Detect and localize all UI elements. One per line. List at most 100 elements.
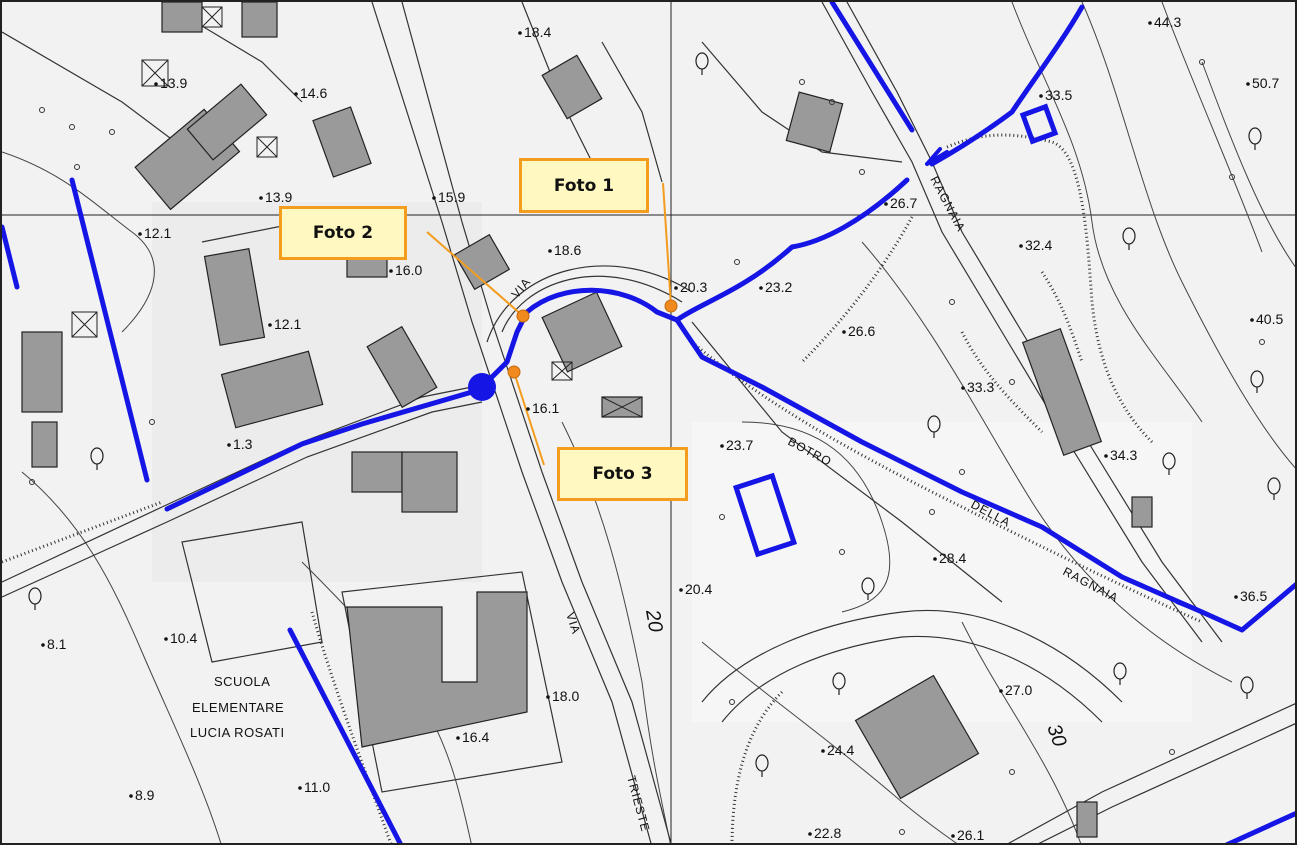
stream-botro (674, 317, 1295, 633)
elevation-label: 13.9 (160, 75, 187, 91)
elevation-label: 16.1 (532, 400, 559, 416)
elevation-point (1250, 318, 1254, 322)
elevation-point (961, 386, 965, 390)
elevation-label: 33.3 (967, 379, 994, 395)
stream-left (2, 224, 20, 290)
elevation-label: 15.9 (438, 189, 465, 205)
elevation-point (129, 794, 133, 798)
elevation-label: 27.0 (1005, 682, 1032, 698)
stream-main (164, 177, 910, 512)
elevation-label: 32.4 (1025, 237, 1052, 253)
elevation-label: 40.5 (1256, 311, 1283, 327)
elevation-point (526, 407, 530, 411)
elevation-point (548, 249, 552, 253)
elevation-label: 8.9 (135, 787, 155, 803)
arrow-upper (925, 147, 949, 166)
elevation-point (518, 31, 522, 35)
foto-1-callout: Foto 1 (519, 158, 649, 213)
elevation-label: 26.1 (957, 827, 984, 843)
elevation-point (294, 92, 298, 96)
elevation-point (1234, 595, 1238, 599)
elevation-point (546, 695, 550, 699)
elevation-point (720, 444, 724, 448)
photo-markers (507, 299, 678, 379)
school-label-line-3: LUCIA ROSATI (190, 725, 285, 740)
line-a (69, 177, 150, 483)
elevation-label: 18.4 (524, 24, 551, 40)
school-label-line-1: SCUOLA (214, 674, 270, 689)
elevation-label: 20.3 (680, 279, 707, 295)
foto-3-callout: Foto 3 (557, 447, 688, 501)
elevation-point (432, 196, 436, 200)
elevation-label: 22.8 (814, 825, 841, 841)
contour-label-20: 20 (641, 607, 667, 634)
elevation-label: 20.4 (685, 581, 712, 597)
school-label-line-2: ELEMENTARE (192, 700, 284, 715)
elevation-label: 12.1 (274, 316, 301, 332)
foto-2-label: Foto 2 (312, 223, 374, 243)
elevation-point (999, 689, 1003, 693)
elevation-label: 34.3 (1110, 447, 1137, 463)
elevation-label: 18.0 (552, 688, 579, 704)
elevation-point (259, 196, 263, 200)
elevation-label: 13.9 (265, 189, 292, 205)
elevation-point (808, 832, 812, 836)
elevation-point (674, 286, 678, 290)
blue-junction-dot (468, 373, 496, 401)
elevation-label: 33.5 (1045, 87, 1072, 103)
elevation-label: 8.1 (47, 636, 67, 652)
line-d (1224, 811, 1295, 843)
foto-3-label: Foto 3 (592, 464, 653, 484)
tree-symbols (28, 52, 1281, 777)
elevation-point (227, 443, 231, 447)
elevation-point (389, 269, 393, 273)
elevation-label: 28.4 (939, 550, 966, 566)
arrow-botro (1175, 600, 1209, 616)
elevation-label: 24.4 (827, 742, 854, 758)
elevation-label: 18.6 (554, 242, 581, 258)
elevation-label: 26.6 (848, 323, 875, 339)
elevation-point (884, 202, 888, 206)
elevation-label: 14.6 (300, 85, 327, 101)
elevation-point (138, 232, 142, 236)
elevation-label: 23.2 (765, 279, 792, 295)
elevation-point (679, 588, 683, 592)
elevation-point (759, 286, 763, 290)
stream-upper (929, 4, 1085, 167)
elevation-point (456, 736, 460, 740)
elevation-label: 36.5 (1240, 588, 1267, 604)
elevation-label: 26.7 (890, 195, 917, 211)
elevation-label: 11.0 (304, 779, 330, 795)
point-symbols (29, 59, 1265, 835)
foto-1-label: Foto 1 (553, 175, 615, 196)
elevation-point (821, 749, 825, 753)
elevation-label: 50.7 (1252, 75, 1279, 91)
callout-leaders (426, 182, 672, 466)
elevation-label: 12.1 (144, 225, 171, 241)
elevation-point (933, 557, 937, 561)
slope-marks (2, 133, 1203, 843)
elevation-point (268, 323, 272, 327)
elevation-point (842, 330, 846, 334)
elevation-label: 23.7 (726, 437, 753, 453)
elevation-point (1148, 21, 1152, 25)
road-label-via-bottom: VIA (563, 611, 583, 637)
elevation-point (1246, 82, 1250, 86)
line-c (287, 627, 403, 843)
elevation-label: 10.4 (170, 630, 197, 646)
elevation-label: 16.4 (462, 729, 489, 745)
blue-boxes (732, 103, 1059, 558)
elevation-label: 16.0 (395, 262, 422, 278)
elevation-point (298, 786, 302, 790)
elevation-point (41, 643, 45, 647)
elevation-point (1104, 454, 1108, 458)
elevation-point (951, 834, 955, 838)
elevation-point (1019, 244, 1023, 248)
foto-2-callout: Foto 2 (279, 206, 407, 260)
elevation-label: 1.3 (233, 436, 253, 452)
